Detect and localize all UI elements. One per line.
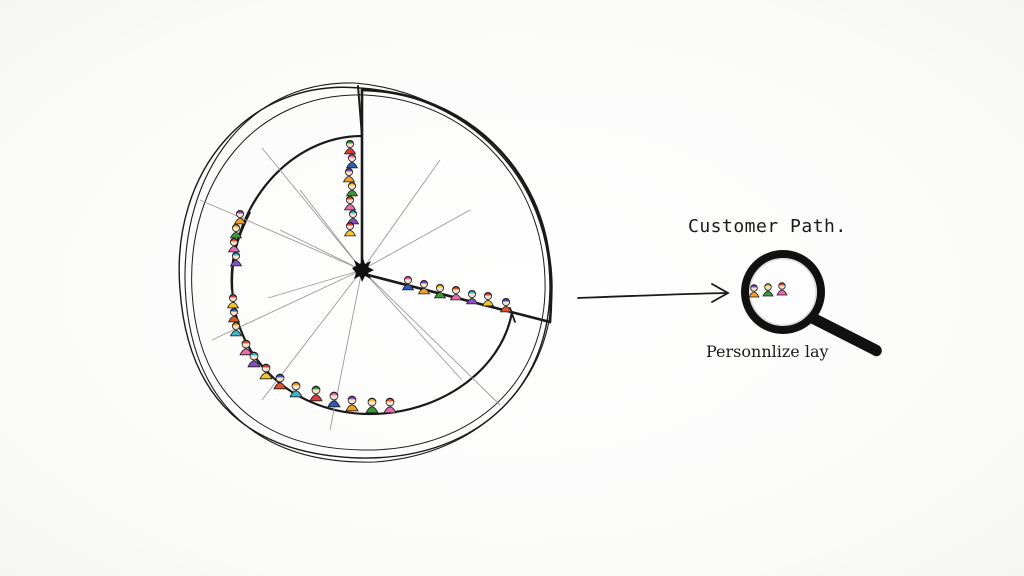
arrow-head <box>711 283 730 303</box>
person-figure <box>273 373 287 390</box>
spoke <box>267 269 363 299</box>
person-figure <box>227 307 241 323</box>
person-figure <box>345 181 359 197</box>
person-figure <box>365 397 379 414</box>
inner-ring <box>230 134 514 416</box>
person-figure <box>309 385 323 402</box>
spoke <box>361 159 441 271</box>
person-figure <box>229 223 243 239</box>
outer-ring-3 <box>191 94 546 451</box>
spoke <box>361 269 501 406</box>
person-figure <box>233 209 247 225</box>
person-figure <box>247 351 261 368</box>
person-figure <box>401 275 415 291</box>
person-figure <box>343 195 357 211</box>
person-figure <box>229 251 243 267</box>
person-figure <box>342 167 356 183</box>
spoke <box>361 209 471 271</box>
person-figure <box>226 293 240 309</box>
person-figure <box>465 289 479 305</box>
spoke <box>361 269 463 381</box>
spoke <box>299 189 363 271</box>
person-figure <box>748 284 760 298</box>
person-figure <box>345 395 359 412</box>
person-figure <box>433 283 447 299</box>
people-crowds <box>226 139 513 414</box>
person-figure <box>481 291 495 307</box>
lens-people <box>748 282 788 298</box>
person-figure <box>239 339 253 356</box>
highlighted-slice <box>357 85 553 324</box>
person-figure <box>343 139 357 155</box>
person-figure <box>346 209 360 225</box>
arrow-shaft <box>577 292 727 299</box>
person-figure <box>227 237 241 253</box>
person-figure <box>345 153 359 169</box>
personalize-label: Personnlize lay <box>706 342 829 361</box>
magnifier-rim <box>741 250 825 334</box>
person-figure <box>499 297 513 313</box>
center-blot <box>352 258 374 282</box>
spoke <box>279 229 363 271</box>
slice-arc <box>360 88 553 324</box>
person-figure <box>417 279 431 295</box>
person-figure <box>259 363 273 380</box>
magnifier-rim-highlight <box>749 258 817 326</box>
spoke <box>199 199 363 271</box>
outer-rings <box>178 82 553 463</box>
person-figure <box>383 397 397 414</box>
person-figure <box>229 321 243 337</box>
center-splatter <box>352 258 374 282</box>
magnifier-handle <box>808 312 882 357</box>
person-figure <box>289 381 303 398</box>
person-figure <box>343 221 357 237</box>
arrow-icon <box>577 283 730 303</box>
outer-ring-2 <box>184 82 553 463</box>
slice-top-tick <box>357 85 363 137</box>
magnifying-glass-icon <box>741 250 882 357</box>
person-figure <box>449 285 463 301</box>
person-figure <box>776 282 788 296</box>
spoke <box>261 147 363 271</box>
person-figure <box>762 283 774 297</box>
person-figure <box>327 391 341 408</box>
customer-path-label: Customer Path. <box>688 216 847 237</box>
